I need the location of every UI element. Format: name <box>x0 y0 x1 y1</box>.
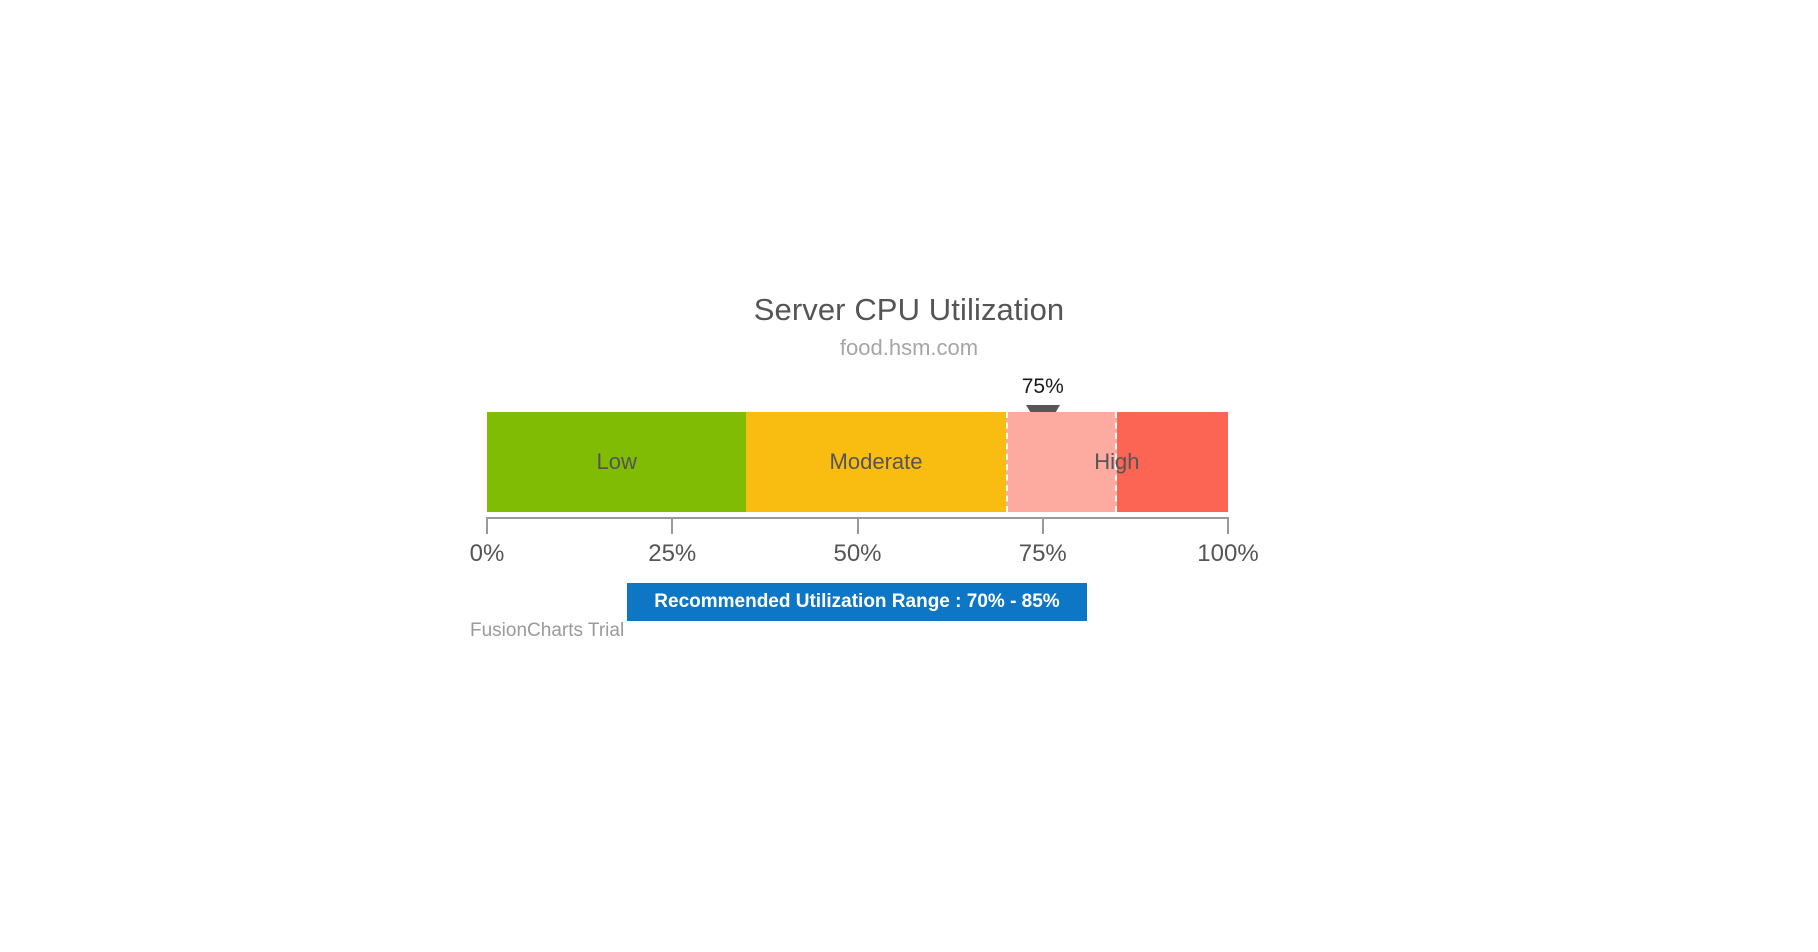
axis-label-100: 100% <box>1197 540 1259 567</box>
axis-label-75: 75% <box>1018 540 1067 567</box>
axis-tick-75 <box>1041 517 1044 534</box>
chart-title: Server CPU Utilization <box>753 292 1065 327</box>
axis-label-50: 50% <box>833 540 882 567</box>
axis-tick-100 <box>1227 517 1229 534</box>
recommended-range-zone <box>1005 412 1117 512</box>
legend-recommended-range[interactable]: Recommended Utilization Range : 70% - 85… <box>627 583 1087 621</box>
chart-subtitle: food.hsm.com <box>839 335 979 360</box>
pointer-value-label: 75% <box>1021 375 1064 398</box>
watermark-label: FusionCharts Trial <box>470 620 625 641</box>
axis-tick-50 <box>856 517 859 534</box>
axis-tick-25 <box>671 517 674 534</box>
axis-label-25: 25% <box>648 540 697 567</box>
gauge-band-low[interactable] <box>487 412 747 512</box>
gauge-band-moderate[interactable] <box>746 412 1006 512</box>
axis-tick-0 <box>486 517 488 534</box>
axis-label-0: 0% <box>469 540 505 567</box>
gauge-band-high[interactable] <box>1005 412 1228 512</box>
